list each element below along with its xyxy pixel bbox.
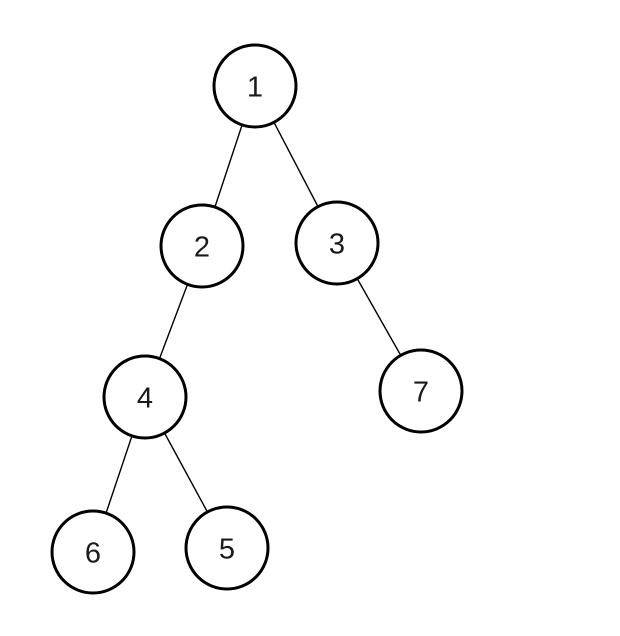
tree-node-label-1: 1 bbox=[247, 71, 263, 103]
tree-node-circle-4 bbox=[102, 354, 188, 440]
tree-node-circle-6 bbox=[50, 509, 136, 595]
tree-node-circle-5 bbox=[184, 505, 270, 591]
tree-node-4: 4 bbox=[102, 354, 188, 440]
tree-node-label-5: 5 bbox=[219, 533, 235, 565]
tree-node-label-3: 3 bbox=[329, 228, 345, 260]
tree-node-6: 6 bbox=[50, 509, 136, 595]
tree-node-label-6: 6 bbox=[85, 537, 101, 569]
tree-node-7: 7 bbox=[378, 348, 464, 434]
tree-node-circle-1 bbox=[212, 43, 298, 129]
tree-node-5: 5 bbox=[184, 505, 270, 591]
tree-node-label-2: 2 bbox=[194, 231, 210, 263]
tree-node-label-7: 7 bbox=[413, 376, 429, 408]
tree-node-1: 1 bbox=[212, 43, 298, 129]
tree-node-circle-2 bbox=[159, 203, 245, 289]
tree-node-circle-3 bbox=[294, 200, 380, 286]
tree-node-2: 2 bbox=[159, 203, 245, 289]
tree-node-label-4: 4 bbox=[137, 382, 153, 414]
tree-node-3: 3 bbox=[294, 200, 380, 286]
tree-node-circle-7 bbox=[378, 348, 464, 434]
